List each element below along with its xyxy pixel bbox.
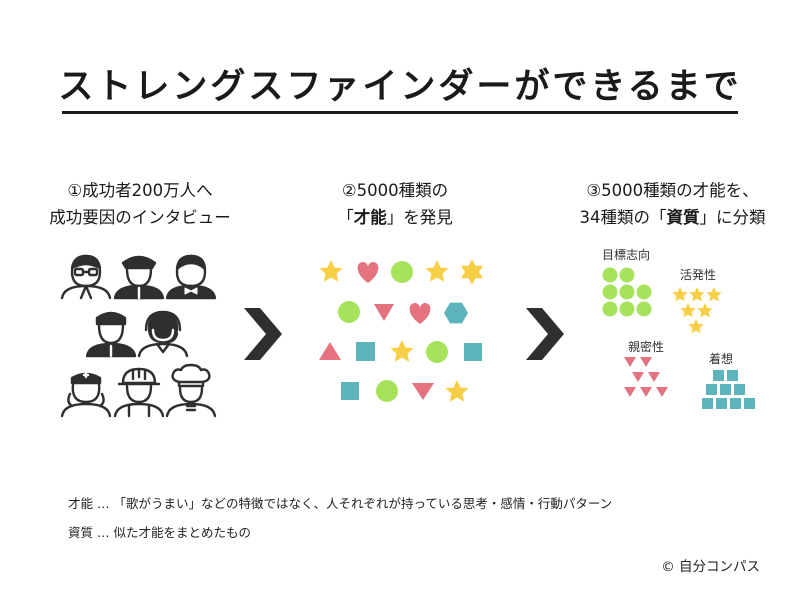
group-1-label: 目標志向 (602, 247, 650, 262)
copyright: © 自分コンパス (661, 559, 760, 575)
officer-icon (113, 255, 165, 300)
step-2-heading: ②5000種類の 「才能」を発見 (290, 177, 500, 231)
arrow-2-icon (526, 308, 564, 360)
interviewees-illustration (60, 254, 217, 418)
heart-shape (409, 303, 431, 324)
circle-shape (391, 261, 413, 283)
step-2-keyword: 才能 (353, 208, 387, 227)
hexagon-shape (444, 302, 468, 324)
nurse-icon (60, 371, 112, 418)
group-3-shapes (624, 357, 668, 397)
triangle-down-shape (374, 304, 394, 321)
step-3-post: 」に分類 (699, 208, 766, 227)
step-1-line1: ①成功者200万人へ (67, 181, 213, 200)
group-4-shapes (702, 370, 755, 409)
note-talent: 才能 … 「歌がうまい」などの特徴ではなく、人それぞれが持っている思考・感情・行… (68, 496, 613, 511)
student-icon (85, 311, 137, 358)
worker-icon (113, 367, 165, 418)
group-2-label: 活発性 (680, 268, 716, 282)
circle-shape (426, 341, 448, 363)
businessman-icon (60, 254, 112, 300)
heart-shape (357, 262, 379, 283)
step-2-line1: ②5000種類の (341, 181, 449, 200)
triangle-down-shape (412, 383, 434, 400)
group-2-shapes (672, 287, 722, 334)
step-1-line2: 成功要因のインタビュー (49, 208, 231, 227)
bowtie-man-icon (165, 254, 217, 300)
square-shape (464, 343, 482, 361)
triangle-up-shape (319, 342, 341, 360)
arrow-1-icon (244, 308, 282, 360)
sixpoint-shape (460, 259, 484, 285)
themes-groups: 目標志向 活発性 親密性 着想 (602, 247, 755, 409)
star-shape (390, 340, 414, 362)
step-3-pre: 34種類の「 (579, 208, 667, 227)
star-shape (319, 260, 343, 282)
group-4-label: 着想 (709, 351, 733, 366)
note-theme: 資質 … 似た才能をまとめたもの (68, 525, 251, 540)
talents-shapes (319, 259, 484, 402)
chef-icon (165, 363, 217, 418)
operator-icon (137, 310, 189, 358)
definitions: 才能 … 「歌がうまい」などの特徴ではなく、人それぞれが持っている思考・感情・行… (68, 489, 612, 547)
step-3-keyword: 資質 (666, 208, 700, 227)
circle-shape (338, 301, 360, 323)
step-3-line2: 34種類の「資質」に分類 (555, 204, 790, 231)
step-3-line1: ③5000種類の才能を、 (586, 181, 759, 200)
step-2-post: 」を発見 (386, 208, 453, 227)
step-1-heading: ①成功者200万人へ 成功要因のインタビュー (20, 177, 260, 231)
star-shape (445, 380, 469, 402)
group-3-label: 親密性 (628, 339, 664, 354)
group-1-shapes (602, 267, 652, 317)
page-title: ストレングスファインダーができるまで (58, 67, 742, 107)
title-underline (62, 111, 738, 114)
star-shape (425, 260, 449, 282)
step-3-heading: ③5000種類の才能を、 34種類の「資質」に分類 (555, 177, 790, 231)
square-shape (341, 382, 359, 400)
circle-shape (376, 380, 398, 402)
step-2-pre: 「 (337, 208, 354, 227)
square-shape (356, 342, 375, 361)
step-2-line2: 「才能」を発見 (290, 204, 500, 231)
